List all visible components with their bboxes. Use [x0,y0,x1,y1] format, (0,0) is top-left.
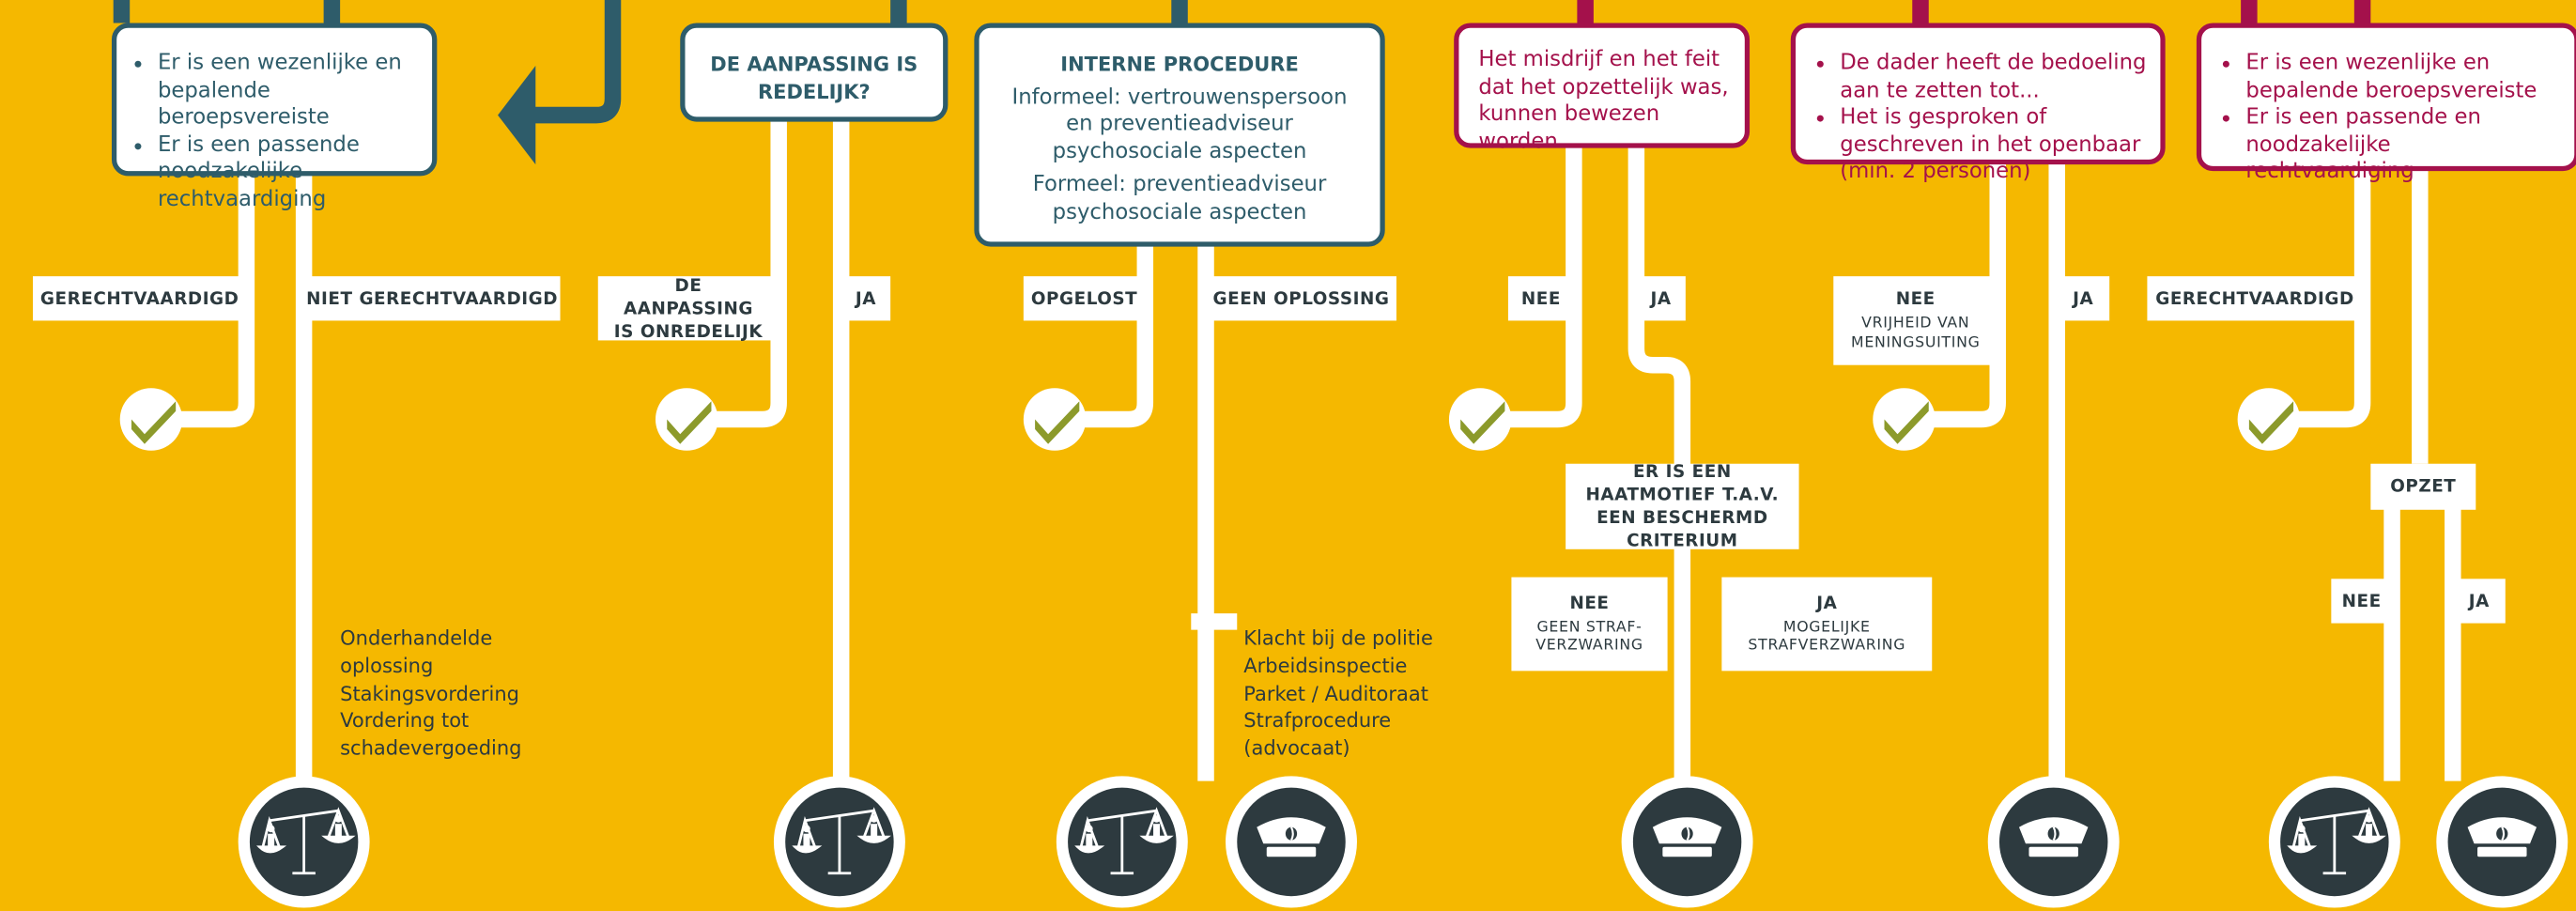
check-icon [1448,388,1512,451]
label-col4-hate-motive: ER IS EEN HAATMOTIEF T.A.V. EEN BESCHERM… [1566,462,1799,551]
label-col3-no-solution: GEEN OPLOSSING [1206,276,1396,321]
scales-icon [1056,776,1188,908]
label-title: NEE [1895,289,1936,310]
label-title: NEE [1569,593,1610,613]
label-text: GEEN OPLOSSING [1212,288,1390,309]
box-col1-item: Er is een wezenlijke en bepalende beroep… [158,51,419,132]
label-text: OPZET [2390,476,2457,497]
box-col3-title: INTERNE PROCEDURE [1060,53,1299,76]
box-col2-title: DE AANPASSING IS REDELIJK? [710,53,918,103]
box-col3-informal: Informeel: vertrouwenspersoon en prevent… [1011,85,1348,164]
police-cap-icon [1987,776,2120,908]
note-line: Stakingsvordering [340,681,519,705]
label-col6-justified: GERECHTVAARDIGD [2147,276,2363,321]
note-line: schadevergoeding [340,736,522,761]
note-col3-remedies: Klacht bij de politie Arbeidsinspectie P… [1243,625,1449,763]
label-col6-no: NEE [2331,579,2393,624]
box-col5-intent: De dader heeft de bedoeling aan te zette… [1790,23,2166,184]
box-col5-item: Het is gesproken of geschreven in het op… [1840,105,2147,187]
label-text: GERECHTVAARDIGD [2155,288,2354,309]
scales-icon [773,776,905,908]
check-icon [119,388,183,451]
label-text: DE AANPASSING IS ONREDELIJK [613,275,764,342]
label-text: JA [855,288,876,309]
check-icon [1023,388,1087,451]
label-text: NEE [2341,591,2382,611]
label-col4-no: NEE [1507,276,1574,321]
label-subtext: GEEN STRAF-VERZWARING [1535,619,1643,655]
police-cap-icon [1226,776,1357,908]
label-text: ER IS EEN HAATMOTIEF T.A.V. EEN BESCHERM… [1585,462,1780,551]
box-col2-question: DE AANPASSING IS REDELIJK? [680,23,949,122]
note-line: Strafprocedure [1243,709,1392,733]
box-col3-internal-procedure: INTERNE PROCEDURE Informeel: vertrouwens… [974,23,1385,247]
note-line: Onderhandelde [340,626,493,650]
label-col5-yes: JA [2057,276,2110,321]
note-line: Parket / Auditoraat [1243,681,1428,705]
label-subtext: MOGELIJKE STRAFVERZWARING [1748,619,1906,655]
box-col3-formal: Formeel: preventieadviseur psychosociale… [1032,172,1327,224]
box-col5-item: De dader heeft de bedoeling aan te zette… [1840,51,2147,105]
police-cap-icon [1621,776,1753,908]
label-col2-yes: JA [841,276,891,321]
label-col6-intent: OPZET [2370,463,2476,510]
label-text: JA [2073,288,2094,309]
note-line: Klacht bij de politie [1243,626,1433,650]
label-col1-not-justified: NIET GERECHTVAARDIGD [303,276,561,321]
box-col6-requirements: Er is een wezenlijke en bepalende beroep… [2196,23,2576,184]
label-text: NIET GERECHTVAARDIGD [306,288,558,309]
label-text: JA [1650,288,1672,309]
note-line: Vordering tot [340,709,470,733]
scales-icon [2268,776,2400,908]
label-col6-yes: JA [2452,579,2506,624]
box-col4-text: Het misdrijf en het feit dat het opzette… [1478,47,1729,154]
check-icon [2237,388,2301,451]
label-col4-yes: JA [1636,276,1686,321]
label-col5-no-free-speech: NEE VRIJHEID VAN MENINGSUITING [1833,276,1998,365]
note-line: oplossing [340,654,434,678]
note-col1-remedies: Onderhandelde oplossing Stakingsvorderin… [340,625,537,763]
label-col3-solved: OPGELOST [1023,276,1146,321]
box-col4-crime-proof: Het misdrijf en het feit dat het opzette… [1454,23,1751,154]
note-line: Arbeidsinspectie [1243,654,1408,678]
scales-icon [238,776,370,908]
box-col6-item: Er is een passende en noodzakelijke rech… [2245,105,2564,187]
label-col4-no-aggravation: NEE GEEN STRAF-VERZWARING [1511,577,1668,672]
label-title: JA [1816,593,1838,613]
police-cap-icon [2436,776,2568,908]
label-col4-possible-aggravation: JA MOGELIJKE STRAFVERZWARING [1721,577,1933,672]
label-col1-justified: GERECHTVAARDIGD [32,276,247,321]
check-icon [655,388,718,451]
label-text: GERECHTVAARDIGD [39,288,239,309]
label-text: NEE [1520,288,1561,309]
label-text: OPGELOST [1030,288,1138,309]
note-line: (advocaat) [1243,736,1350,761]
check-icon [1873,388,1936,451]
label-subtext: VRIJHEID VAN MENINGSUITING [1851,316,1981,351]
label-col2-unreasonable: DE AANPASSING IS ONREDELIJK [597,275,779,341]
box-col1-item: Er is een passende nood­zakelijke rechtv… [158,132,419,214]
box-col1-requirements: Er is een wezenlijke en bepalende beroep… [111,23,438,211]
label-text: JA [2468,591,2490,611]
box-col6-item: Er is een wezenlijke en bepalende beroep… [2245,51,2564,105]
